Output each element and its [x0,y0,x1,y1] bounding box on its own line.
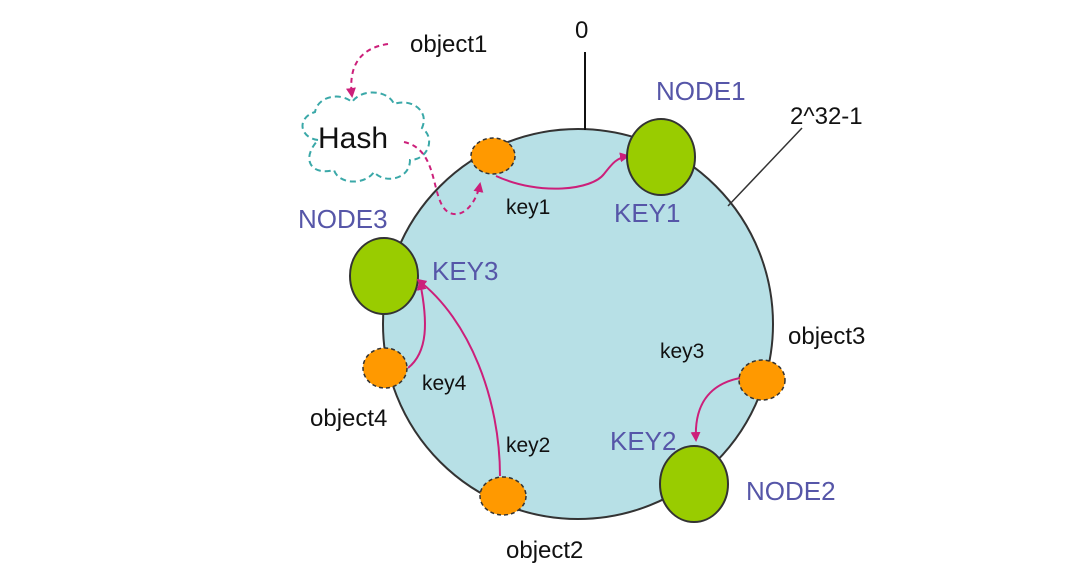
key3-label: key3 [660,340,704,363]
hash-label: Hash [318,122,388,155]
key3-upper-label: KEY3 [432,256,499,286]
object4-point [362,347,408,389]
object1-point [470,137,516,175]
object1-to-hash-arrow [345,43,389,98]
object4-label: object4 [310,405,387,432]
key2-label: key2 [506,434,550,457]
key4-arrow [407,280,427,369]
node2-label: NODE2 [746,476,836,506]
node1 [626,118,696,196]
key1-arrow [495,152,630,190]
hash-ring [382,128,774,520]
key2-upper-label: KEY2 [610,426,677,456]
node3-label: NODE3 [298,204,388,234]
key1-label: key1 [506,196,550,219]
hash-to-object1-arrow [403,141,484,215]
object3-label: object3 [788,323,865,350]
max-label: 2^32-1 [790,103,863,130]
object3-point [738,359,786,401]
node3 [349,237,419,315]
max-tick-line [727,127,803,207]
key2-arrow [416,278,501,477]
object2-label: object2 [506,537,583,564]
key4-label: key4 [422,372,467,395]
node2 [659,445,729,523]
key1-upper-label: KEY1 [614,198,681,228]
object2-point [479,476,527,516]
key3-arrow [690,377,741,442]
zero-label: 0 [575,17,588,44]
node1-label: NODE1 [656,76,746,106]
hash-cloud: Hash [301,91,431,183]
object1-label: object1 [410,31,487,58]
